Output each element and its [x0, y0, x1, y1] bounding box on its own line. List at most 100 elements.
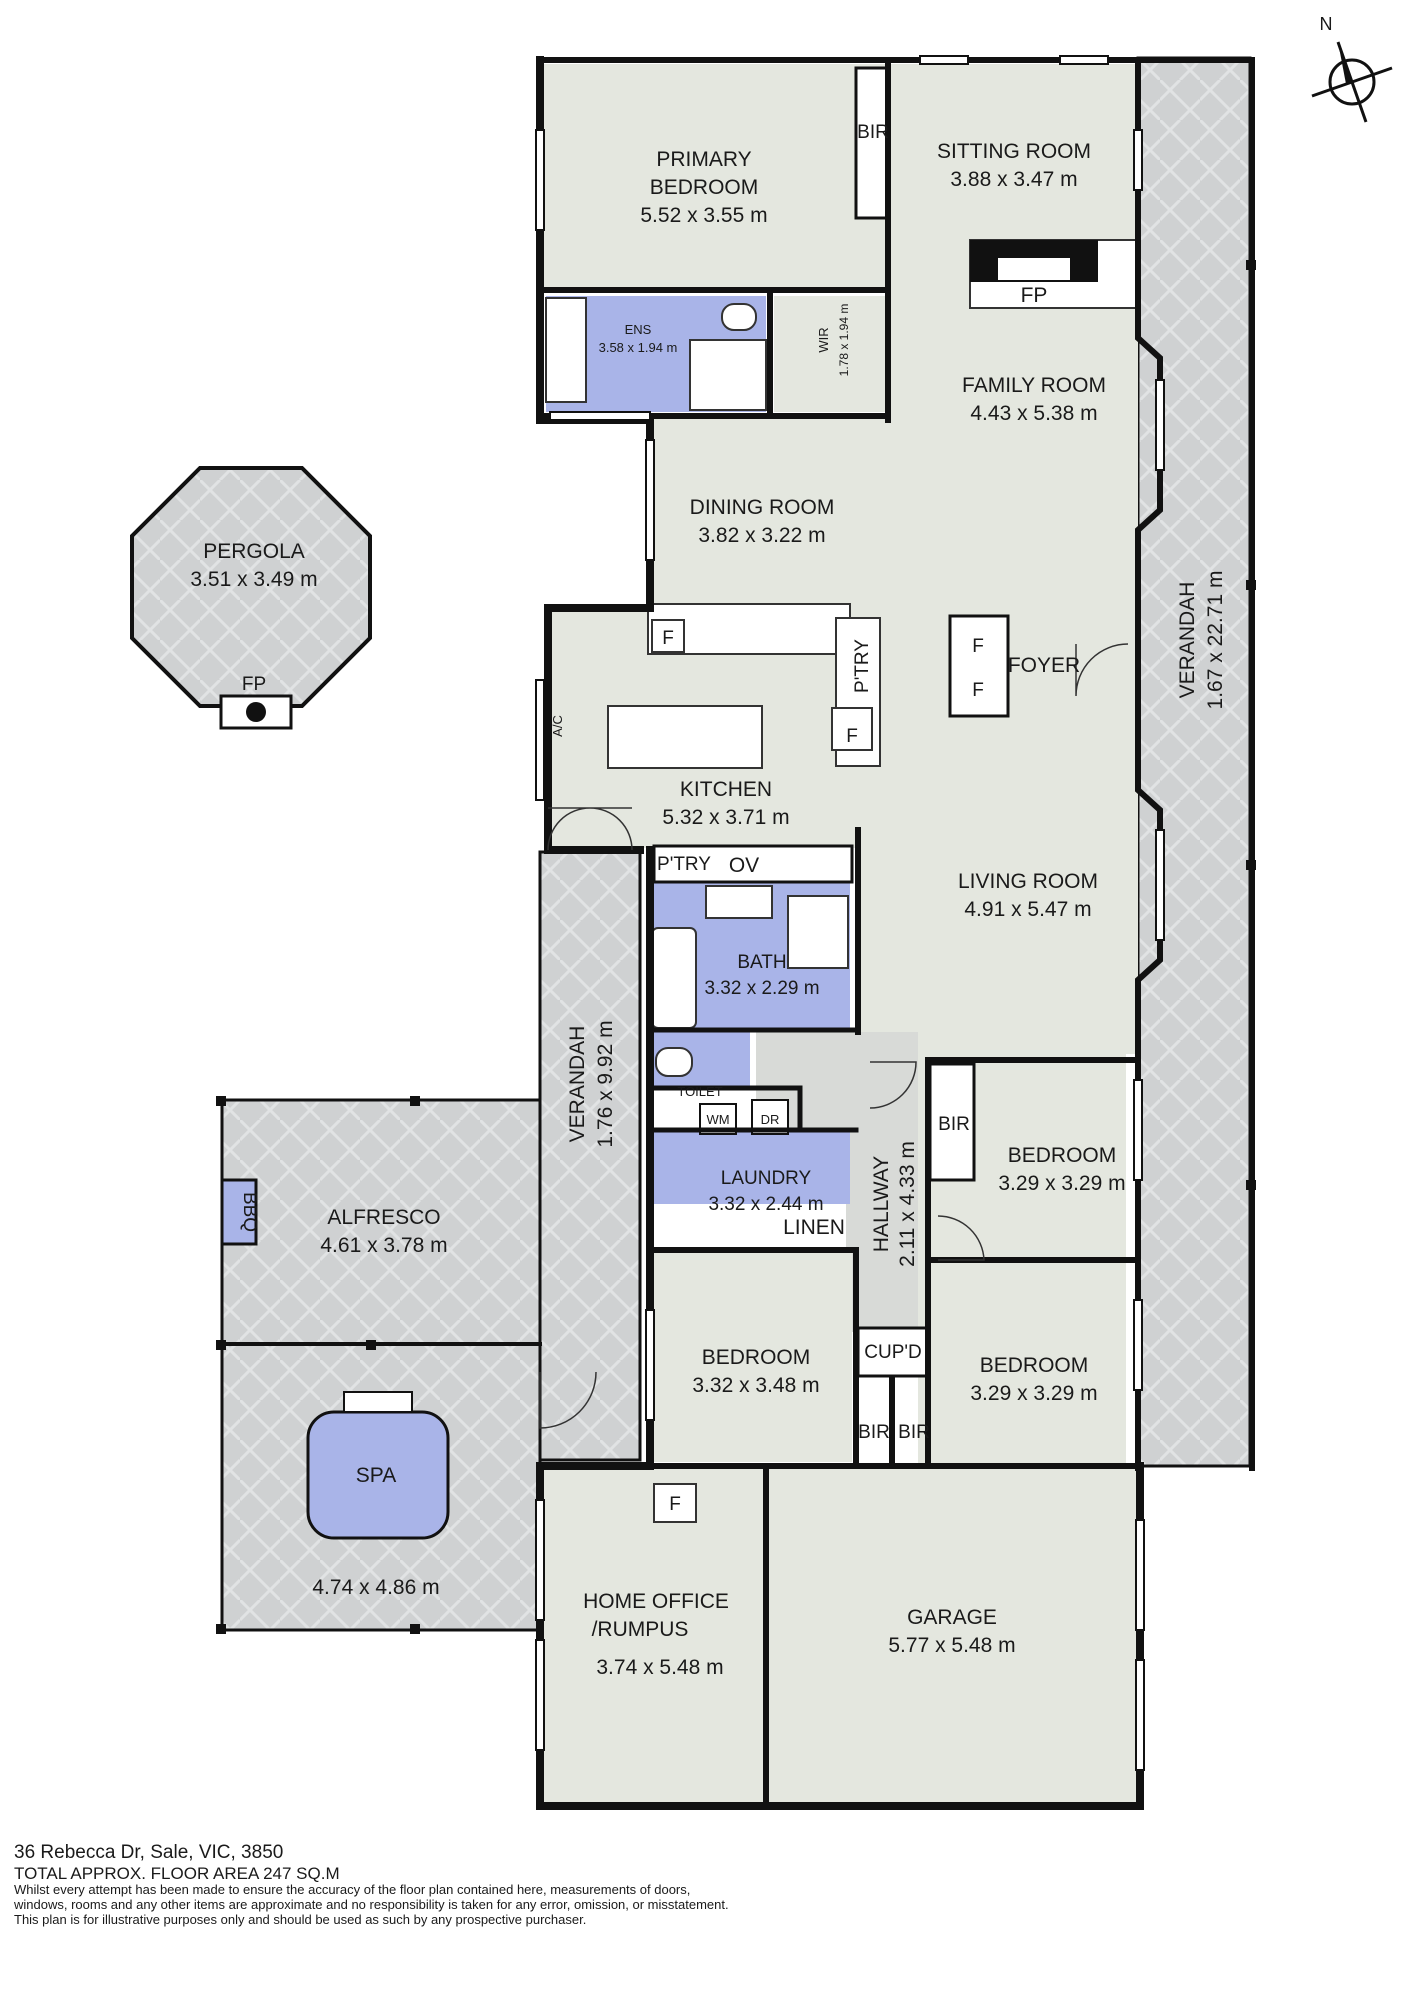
- fridge-bar: [651, 619, 685, 653]
- bedroom-se-size: 3.29 x 3.29 m: [970, 1382, 1097, 1405]
- bath-vanity: [705, 885, 773, 919]
- pantry-oven-row: [652, 844, 854, 884]
- pergola-fireplace-icon: [246, 702, 266, 722]
- toilet-name: TOILET: [677, 1084, 722, 1099]
- bedroom-sw-floor: [650, 1250, 852, 1462]
- laundry-wm: WM: [706, 1112, 729, 1127]
- home-office-name-line1: HOME OFFICE: [583, 1590, 729, 1613]
- bedroom-se-name: BEDROOM: [980, 1354, 1089, 1377]
- dining-floor: [650, 418, 888, 608]
- wir-floor: [774, 296, 886, 412]
- spa-step: [343, 1391, 413, 1413]
- property-address: 36 Rebecca Dr, Sale, VIC, 3850: [14, 1842, 284, 1863]
- fridge-foyer-bottom-label: F: [972, 680, 984, 701]
- hallway-name: HALLWAY: [870, 1156, 893, 1252]
- family-room-size: 4.43 x 5.38 m: [970, 402, 1097, 425]
- kitchen-island: [607, 705, 763, 769]
- verandah-west-size: 1.76 x 9.92 m: [594, 1020, 617, 1147]
- wir-size: 1.78 x 1.94 m: [837, 304, 851, 377]
- bedroom-ne-bir: BIR: [938, 1114, 970, 1135]
- laundry-dr: DR: [761, 1112, 780, 1127]
- living-room-size: 4.91 x 5.47 m: [964, 898, 1091, 921]
- kitchen-size: 5.32 x 3.71 m: [662, 806, 789, 829]
- garage-name: GARAGE: [907, 1606, 997, 1629]
- fridge-office-label: F: [669, 1494, 681, 1515]
- linen-name: LINEN: [783, 1216, 845, 1239]
- pergola-size: 3.51 x 3.49 m: [190, 568, 317, 591]
- fridge-bar-label: F: [662, 628, 674, 649]
- primary-bir-label: BIR: [857, 122, 889, 143]
- bbq: [220, 1178, 258, 1246]
- door-swings: [539, 643, 1129, 1429]
- bedroom-sw-name: BEDROOM: [702, 1346, 811, 1369]
- living-room-name: LIVING ROOM: [958, 870, 1098, 893]
- compass-north-label: N: [1320, 14, 1333, 34]
- bedroom-sw-size: 3.32 x 3.48 m: [692, 1374, 819, 1397]
- disclaimer-line-3: This plan is for illustrative purposes o…: [14, 1912, 587, 1928]
- bedroom-sw-bir: BIR: [858, 1422, 890, 1443]
- windows: [535, 55, 1165, 1771]
- primary-bedroom-name-line1: PRIMARY: [656, 148, 751, 171]
- alfresco-size: 4.61 x 3.78 m: [320, 1234, 447, 1257]
- fridge-office: [653, 1483, 697, 1523]
- wir-name: WIR: [816, 327, 831, 352]
- cupboard-name: CUP'D: [864, 1342, 921, 1363]
- sitting-room-size: 3.88 x 3.47 m: [950, 168, 1077, 191]
- bath-size: 3.32 x 2.29 m: [704, 978, 819, 999]
- kitchen-name: KITCHEN: [680, 778, 772, 801]
- verandah-west-area: [538, 850, 642, 1462]
- kitchen-pantry-label: P'TRY: [852, 639, 873, 693]
- foyer-name: FOYER: [1008, 654, 1080, 677]
- bedroom-se-bir: BIR: [898, 1422, 930, 1443]
- spa-name: SPA: [356, 1464, 396, 1487]
- linen-cupboard: [764, 1204, 846, 1248]
- posts: [216, 260, 1256, 1634]
- spa-size: 4.74 x 4.86 m: [312, 1576, 439, 1599]
- pantry-row-oven: OV: [729, 854, 759, 877]
- fridge-kitchen-label: F: [846, 726, 858, 747]
- verandah-east-name: VERANDAH: [1176, 582, 1199, 699]
- verandah-east-area: [1136, 56, 1252, 1468]
- bedroom-se-floor: [918, 1260, 1126, 1464]
- verandah-west-name: VERANDAH: [566, 1026, 589, 1143]
- laundry-bench: [650, 1204, 764, 1248]
- fireplace-firebox: [998, 258, 1070, 280]
- sitting-room-name: SITTING ROOM: [937, 140, 1091, 163]
- garage-floor: [766, 1466, 1138, 1804]
- disclaimer-line-2: windows, rooms and any other items are a…: [14, 1897, 729, 1913]
- pergola-fp-label: FP: [242, 674, 266, 695]
- primary-bedroom-name-line2: BEDROOM: [650, 176, 759, 199]
- fridge-kitchen: [831, 707, 873, 751]
- ensuite-toilet: [721, 303, 757, 331]
- living-floor: [858, 830, 1138, 1052]
- compass-rose: [1311, 41, 1393, 123]
- ensuite-vanity: [545, 297, 587, 403]
- verandah-east-size: 1.67 x 22.71 m: [1204, 571, 1227, 710]
- laundry-size: 3.32 x 2.44 m: [708, 1194, 823, 1215]
- bedroom-ne-size: 3.29 x 3.29 m: [998, 1172, 1125, 1195]
- laundry-name: LAUNDRY: [721, 1168, 812, 1189]
- fridges-foyer: [948, 614, 1010, 718]
- bath-name: BATH: [737, 952, 786, 973]
- hallway-size: 2.11 x 4.33 m: [896, 1141, 919, 1267]
- garage-size: 5.77 x 5.48 m: [888, 1634, 1015, 1657]
- alfresco-name: ALFRESCO: [327, 1206, 440, 1229]
- ensuite-size: 3.58 x 1.94 m: [599, 340, 678, 355]
- family-room-name: FAMILY ROOM: [962, 374, 1106, 397]
- bbq-label: BBQ: [239, 1192, 260, 1232]
- primary-bir: [854, 66, 890, 220]
- primary-bedroom-size: 5.52 x 3.55 m: [640, 204, 767, 227]
- dining-room-name: DINING ROOM: [690, 496, 835, 519]
- total-floor-area: TOTAL APPROX. FLOOR AREA 247 SQ.M: [14, 1863, 340, 1883]
- laundry-floor: [650, 1130, 850, 1204]
- toilet-pan: [655, 1047, 693, 1077]
- ac-label: A/C: [550, 715, 565, 737]
- ensuite-name: ENS: [625, 322, 652, 337]
- bath-tub: [651, 927, 697, 1029]
- bedroom-ne-name: BEDROOM: [1008, 1144, 1117, 1167]
- pergola-area: [130, 466, 372, 708]
- bath-shower: [787, 895, 849, 969]
- home-office-name-line2: /RUMPUS: [592, 1618, 689, 1641]
- fridge-foyer-top-label: F: [972, 636, 984, 657]
